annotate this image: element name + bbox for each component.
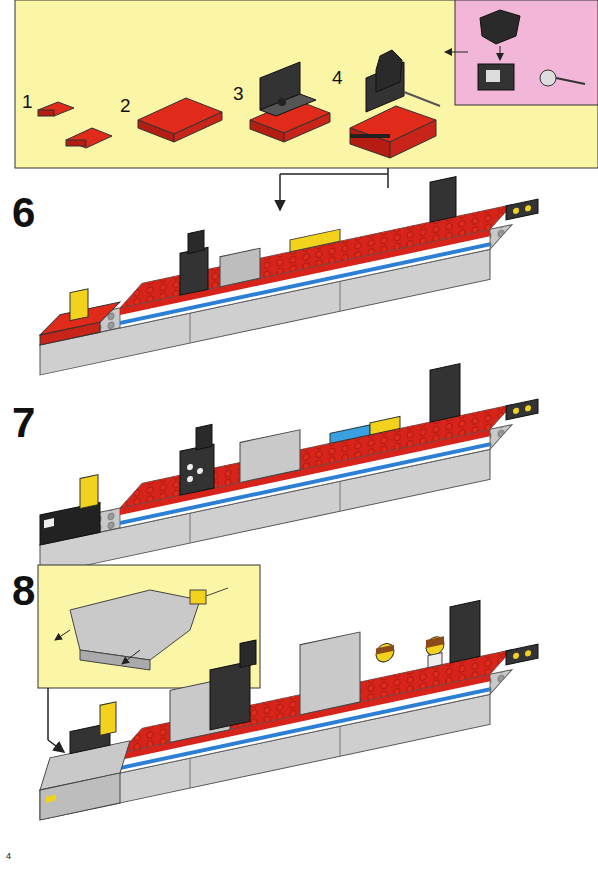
substep-number: 1: [22, 92, 33, 111]
step-number: 7: [12, 402, 35, 444]
substep-number: 2: [120, 96, 131, 115]
substep-number: 4: [332, 68, 343, 87]
substep-number: 3: [233, 84, 244, 103]
step-number: 8: [12, 570, 35, 612]
step-number: 6: [12, 192, 35, 234]
page-number: 4: [6, 852, 11, 861]
